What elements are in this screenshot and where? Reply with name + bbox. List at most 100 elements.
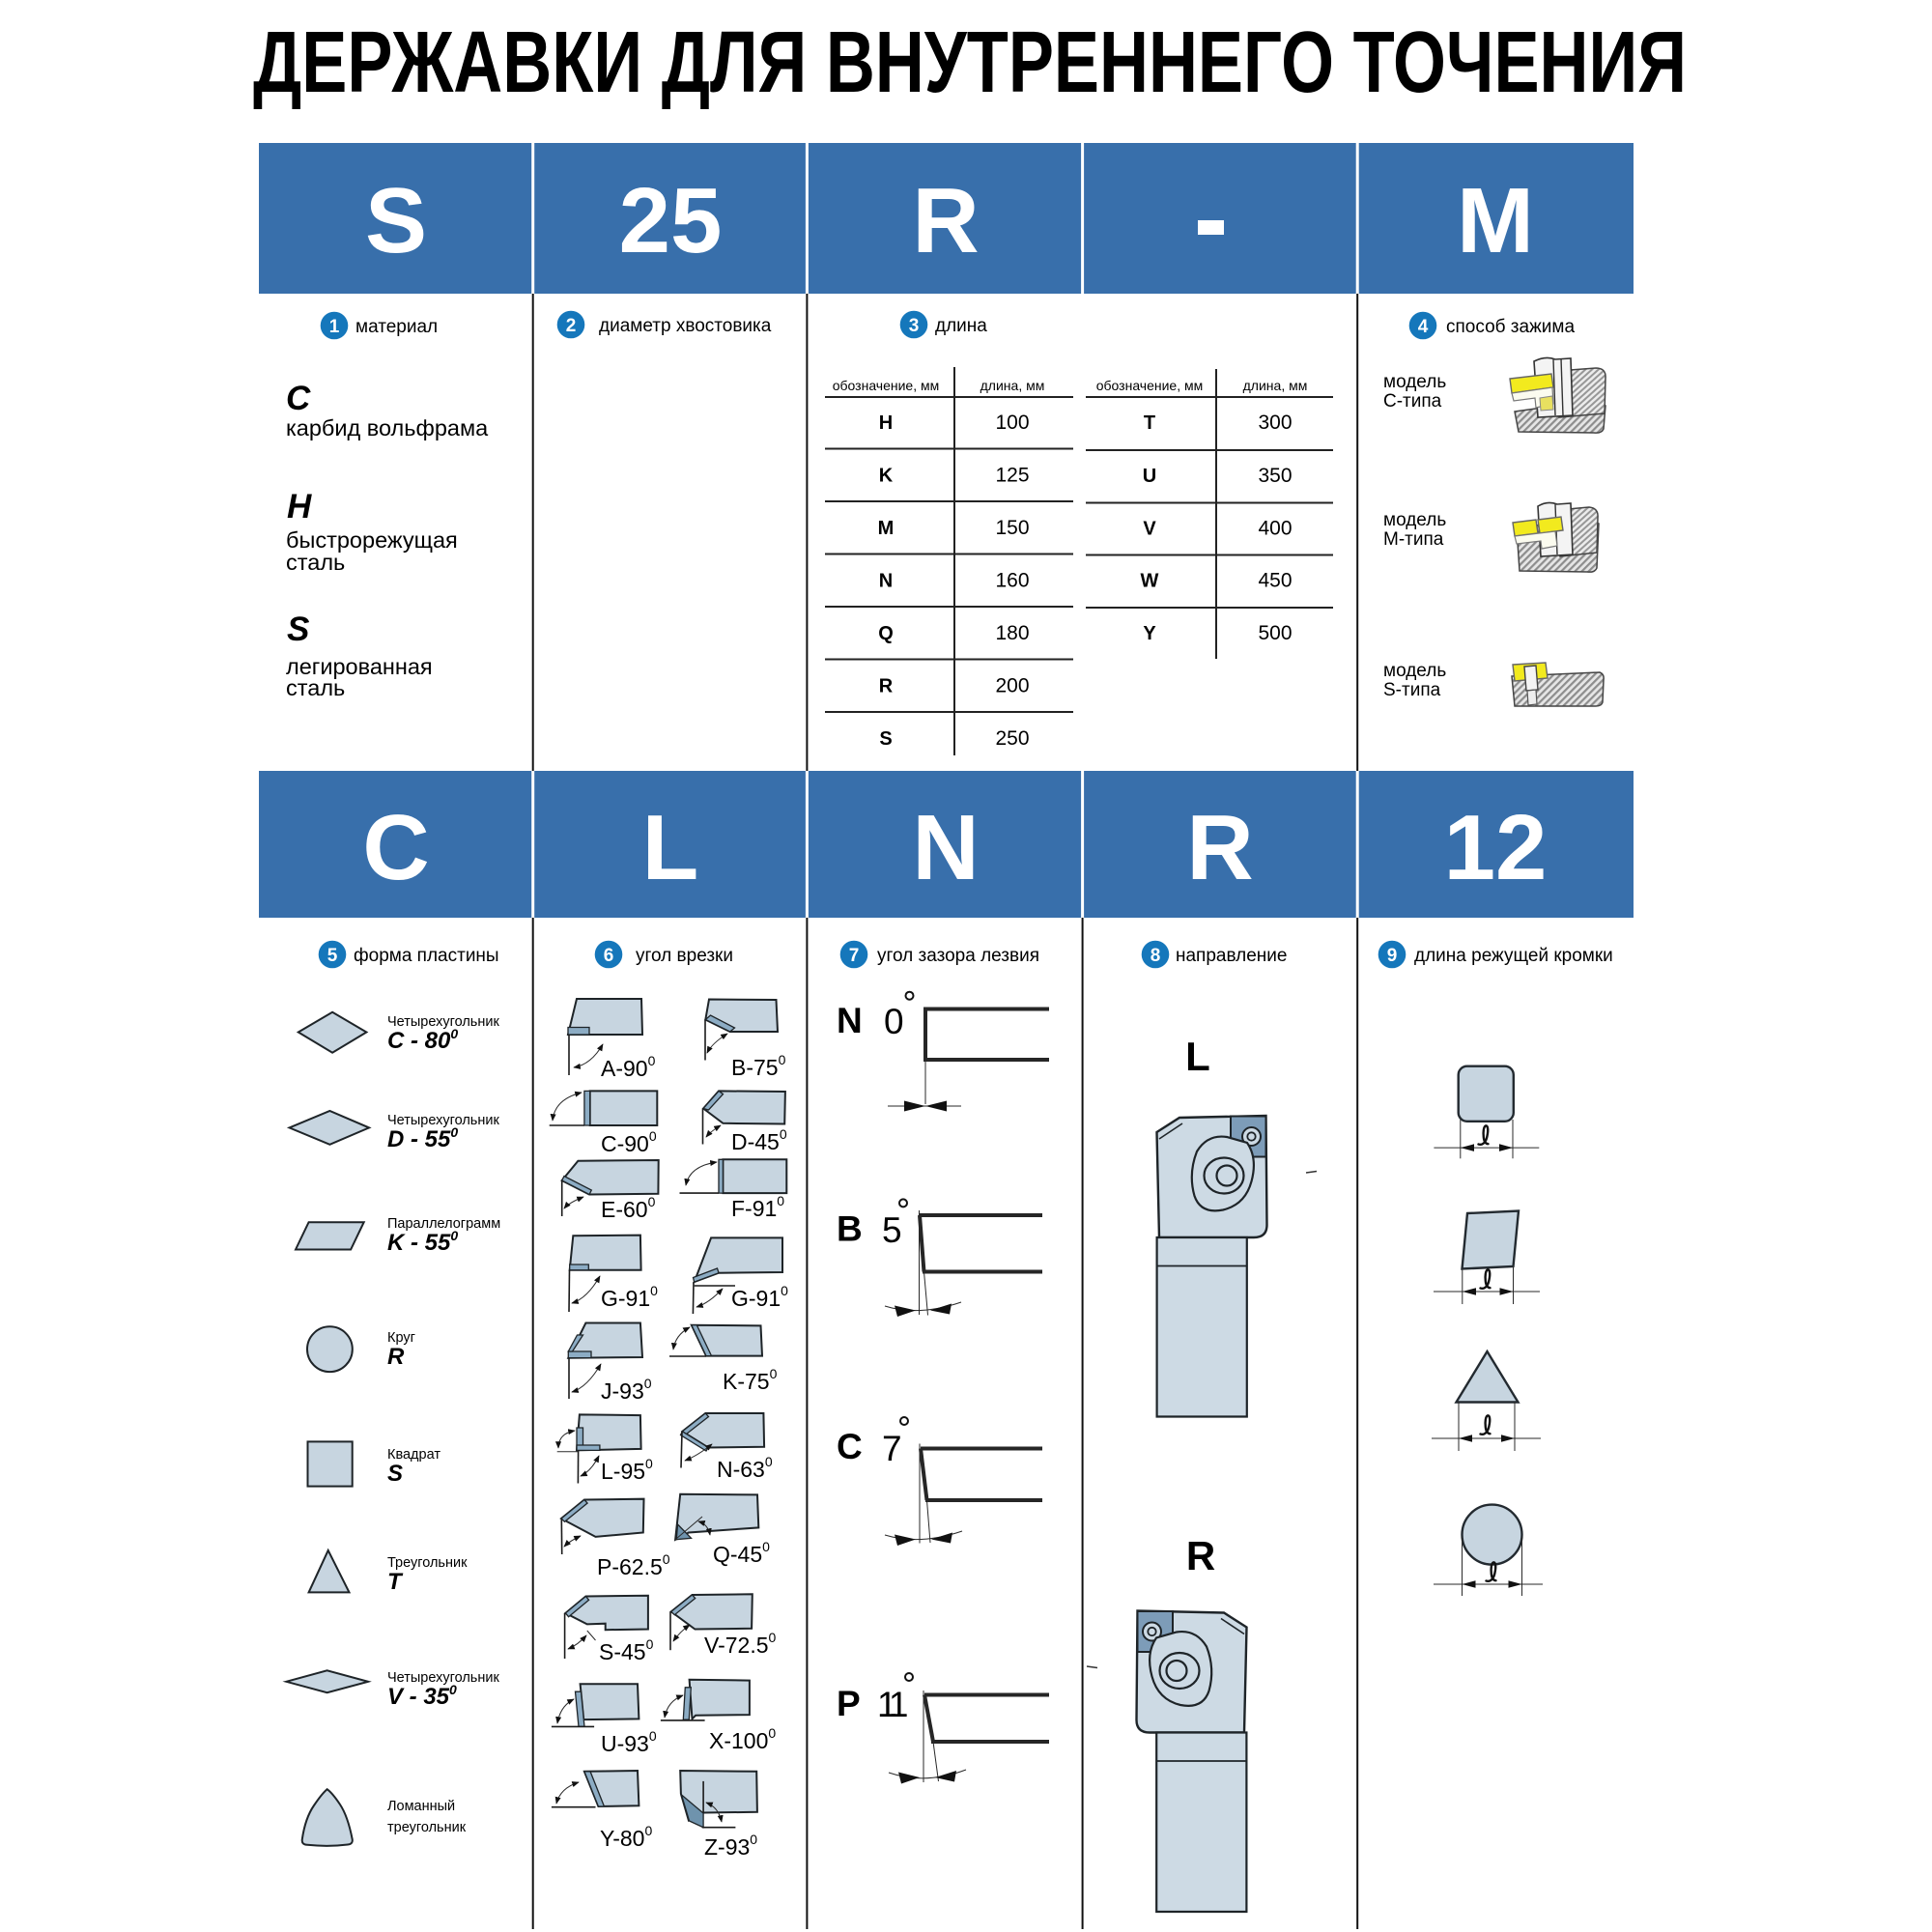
svg-text:D - 550: D - 550 [387,1124,458,1152]
svg-text:R: R [1186,796,1253,899]
svg-text:длина, мм: длина, мм [980,378,1045,393]
svg-text:диаметр хвостовика: диаметр хвостовика [599,316,772,336]
svg-text:C-типа: C-типа [1383,391,1442,412]
svg-text:N-630: N-630 [717,1454,773,1482]
svg-text:Круг: Круг [387,1330,415,1346]
svg-text:V-72.50: V-72.50 [704,1630,777,1658]
svg-text:V - 350: V - 350 [387,1682,457,1710]
svg-text:H: H [879,412,893,434]
svg-text:K - 550: K - 550 [387,1228,458,1256]
svg-text:M: M [878,518,895,539]
svg-text:быстрорежущая: быстрорежущая [286,527,458,553]
svg-text:7: 7 [849,946,860,966]
svg-text:G-910: G-910 [601,1283,658,1311]
svg-text:Q-450: Q-450 [713,1539,770,1567]
svg-text:9: 9 [1387,946,1398,966]
svg-text:F-910: F-910 [731,1193,784,1221]
svg-text:Y: Y [1143,623,1156,644]
svg-text:12: 12 [1444,796,1548,899]
svg-text:R: R [879,676,894,697]
svg-text:угол зазора лезвия: угол зазора лезвия [877,946,1039,966]
svg-text:N: N [879,571,893,592]
svg-text:2: 2 [566,316,577,336]
svg-text:угол врезки: угол врезки [636,946,733,966]
svg-text:C: C [362,796,429,899]
svg-text:R: R [387,1344,405,1370]
svg-text:N: N [837,1001,863,1040]
svg-text:250: 250 [995,727,1029,750]
svg-text:125: 125 [995,465,1029,487]
svg-text:B: B [837,1209,863,1249]
svg-text:длина режущей кромки: длина режущей кромки [1414,946,1613,966]
svg-text:3: 3 [909,316,920,336]
svg-text:300: 300 [1258,412,1292,434]
svg-text:направление: направление [1176,946,1287,966]
svg-text:R: R [1186,1533,1215,1578]
svg-text:длина: длина [935,316,987,336]
svg-text:T: T [1144,412,1155,434]
svg-text:A-900: A-900 [601,1053,656,1081]
svg-text:H: H [287,488,312,526]
svg-text:модель: модель [1383,661,1446,681]
svg-text:S: S [365,169,427,272]
svg-text:G-910: G-910 [731,1283,788,1311]
svg-text:Параллелограмм: Параллелограмм [387,1216,500,1232]
svg-text:обозначение, мм: обозначение, мм [1096,378,1204,393]
svg-text:180: 180 [995,622,1029,644]
svg-text:400: 400 [1258,518,1292,540]
svg-text:C-900: C-900 [601,1128,657,1156]
svg-text:450: 450 [1258,570,1292,592]
svg-text:S: S [287,611,309,648]
svg-text:Y-800: Y-800 [600,1823,652,1851]
svg-text:0: 0 [884,1002,904,1041]
svg-text:5: 5 [327,946,338,966]
svg-text:M-типа: M-типа [1383,529,1444,550]
svg-text:карбид вольфрама: карбид вольфрама [286,415,489,440]
svg-text:Четырехугольник: Четырехугольник [387,1670,499,1686]
svg-text:N: N [912,796,979,899]
svg-text:L-950: L-950 [601,1456,653,1484]
svg-text:11: 11 [877,1685,907,1724]
svg-text:S: S [387,1461,403,1487]
svg-text:200: 200 [995,675,1029,697]
svg-text:7: 7 [882,1429,902,1468]
svg-text:T: T [387,1569,404,1595]
svg-text:D-450: D-450 [731,1126,787,1154]
svg-text:8: 8 [1151,946,1161,966]
svg-text:160: 160 [995,570,1029,592]
svg-text:P-62.50: P-62.50 [597,1551,670,1579]
svg-text:100: 100 [995,412,1029,434]
svg-text:длина, мм: длина, мм [1243,378,1308,393]
svg-text:U: U [1143,466,1156,487]
svg-text:Ломанный: Ломанный [387,1799,455,1814]
svg-text:C: C [837,1427,863,1466]
svg-text:S: S [879,728,892,750]
svg-text:C: C [286,380,311,417]
svg-text:V: V [1143,519,1156,540]
svg-text:K-750: K-750 [723,1366,778,1394]
svg-text:материал: материал [355,317,438,337]
svg-text:Q: Q [878,623,894,644]
svg-text:E-600: E-600 [601,1194,656,1222]
svg-text:легированная: легированная [286,654,433,679]
svg-text:W: W [1141,571,1159,592]
svg-text:6: 6 [604,946,614,966]
svg-text:350: 350 [1258,465,1292,487]
svg-text:150: 150 [995,517,1029,539]
svg-text:C - 800: C - 800 [387,1026,458,1054]
svg-text:сталь: сталь [286,550,345,575]
svg-text:P: P [837,1684,861,1723]
svg-text:Четырехугольник: Четырехугольник [387,1014,499,1030]
svg-text:сталь: сталь [286,675,345,700]
svg-text:B-750: B-750 [731,1052,786,1080]
svg-text:Треугольник: Треугольник [387,1555,468,1571]
svg-text:K: K [879,466,894,487]
svg-text:форма пластины: форма пластины [354,946,499,966]
svg-text:500: 500 [1258,622,1292,644]
svg-text:M: M [1457,169,1534,272]
svg-text:Четырехугольник: Четырехугольник [387,1113,499,1128]
svg-text:Квадрат: Квадрат [387,1447,440,1463]
svg-text:S-450: S-450 [599,1636,654,1664]
svg-text:X-1000: X-1000 [709,1725,776,1753]
svg-text:5: 5 [882,1210,902,1250]
